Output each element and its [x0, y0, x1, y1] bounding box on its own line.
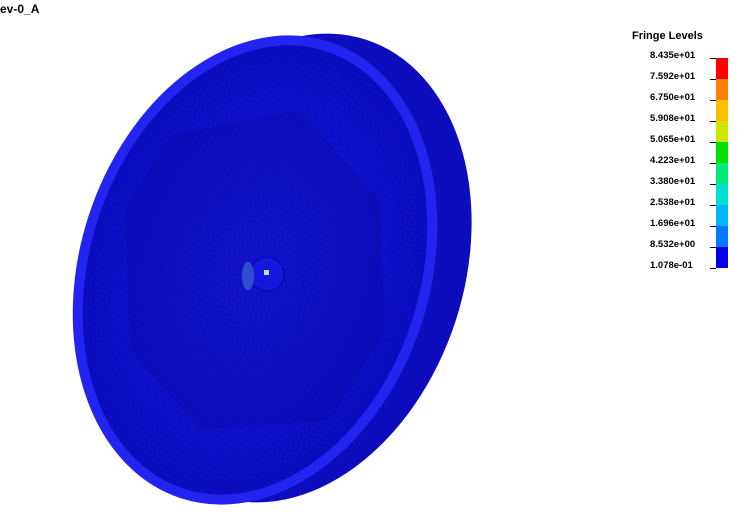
- legend-tick: [710, 226, 716, 227]
- legend-tick: [710, 268, 716, 269]
- level-label: 1.078e-01: [650, 260, 693, 271]
- level-label: 8.435e+01: [650, 50, 696, 61]
- legend-swatch: [716, 79, 728, 100]
- legend-swatch: [716, 163, 728, 184]
- model-viewport[interactable]: [0, 0, 600, 530]
- flange-ring: [72, 35, 438, 505]
- legend-tick: [710, 58, 716, 59]
- legend-swatch: [716, 226, 728, 247]
- legend-tick: [710, 184, 716, 185]
- level-label: 4.223e+01: [650, 155, 696, 166]
- level-label: 6.750e+01: [650, 92, 696, 103]
- legend-swatch: [716, 142, 728, 163]
- fringe-legend: Fringe Levels 8.435e+01 7.592e+01 6.750e…: [620, 30, 742, 300]
- level-label: 7.592e+01: [650, 71, 696, 82]
- legend-swatch: [716, 100, 728, 121]
- legend-swatch: [716, 205, 728, 226]
- legend-tick: [710, 163, 716, 164]
- level-label: 1.696e+01: [650, 218, 696, 229]
- legend-swatch: [716, 121, 728, 142]
- legend-tick: [710, 79, 716, 80]
- level-label: 5.908e+01: [650, 113, 696, 124]
- legend-tick: [710, 247, 716, 248]
- legend-tick: [710, 100, 716, 101]
- legend-swatch: [716, 184, 728, 205]
- legend-swatch: [716, 58, 728, 79]
- legend-tick: [710, 121, 716, 122]
- level-label: 2.538e+01: [650, 197, 696, 208]
- legend-tick: [710, 205, 716, 206]
- legend-swatch: [716, 247, 728, 268]
- sphere-shadow: [242, 262, 254, 290]
- view-title: ev-0_A: [0, 2, 40, 16]
- level-label: 3.380e+01: [650, 176, 696, 187]
- level-label: 5.065e+01: [650, 134, 696, 145]
- level-label: 8.532e+00: [650, 239, 696, 250]
- sphere-highlight: [264, 270, 269, 275]
- legend-title: Fringe Levels: [632, 30, 703, 42]
- legend-tick: [710, 142, 716, 143]
